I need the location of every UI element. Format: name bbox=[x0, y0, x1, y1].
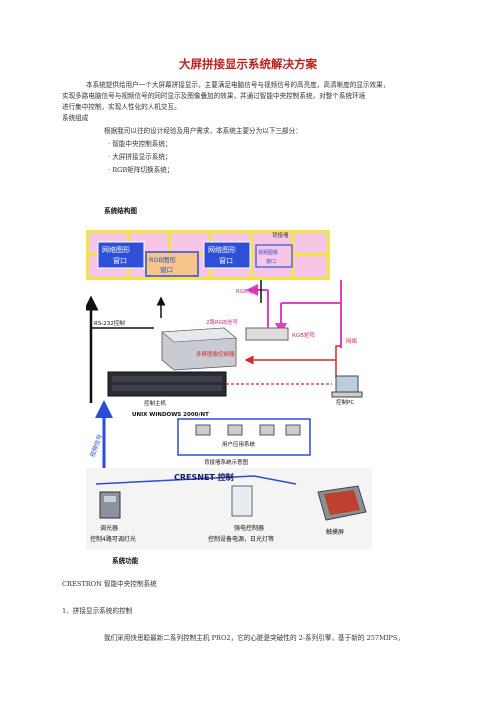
intro-line-1: 本系统提供给用户一个大屏幕拼接显示，主要满足电脑信号与视频信号的高亮度，高清晰度… bbox=[86, 81, 390, 89]
section1-text: 我们采用快思聪最新二系列控制主机 PRO2，它的心脏是突破性的 2-系列引擎，基… bbox=[104, 634, 404, 642]
rgb2-label: 2路RGB信号 bbox=[206, 318, 238, 326]
touch-label: 触摸屏 bbox=[326, 528, 344, 536]
control-pc bbox=[335, 375, 359, 393]
win-video-l1: 视频图像 bbox=[258, 249, 278, 256]
power-controller-device bbox=[231, 485, 253, 517]
dimmer-sub-label: 控制4路可调灯光 bbox=[90, 535, 136, 543]
video-window bbox=[255, 244, 293, 268]
screen-label: 背投墙 bbox=[272, 231, 289, 239]
win-rgb-l2: 窗口 bbox=[160, 265, 173, 274]
rgb-matrix-device bbox=[245, 327, 289, 341]
win-net1-l1: 网络图形 bbox=[102, 245, 130, 254]
system-structure-diagram: 背投墙 网络图形 窗口 RGB图形 窗口 网络图形 窗口 视频图像 窗口 RGB… bbox=[83, 228, 372, 550]
control-host-rack bbox=[107, 371, 227, 397]
multiscreen-label: 多屏图像控制器 bbox=[196, 350, 235, 358]
win-net2-l1: 网络图形 bbox=[208, 245, 236, 254]
rgb-matrix-label: RGB矩阵 bbox=[292, 331, 315, 339]
schematic-label: 背投墙系统示意图 bbox=[204, 458, 249, 466]
user-app-box bbox=[177, 418, 311, 456]
component-item-1: · 智能中央控制系统； bbox=[108, 140, 172, 148]
power-sub-label: 控制设备电源，日光灯等 bbox=[208, 535, 274, 543]
composition-heading: 系统组成 bbox=[62, 114, 89, 122]
rgb-signal-label: RGB信号 bbox=[236, 287, 259, 295]
network-label: 网络 bbox=[346, 337, 358, 345]
user-app-label: 用户应用系统 bbox=[222, 440, 256, 448]
cresnet-label: CRESNET 控制 bbox=[174, 472, 234, 482]
control-host-label: 控制主机 bbox=[144, 399, 167, 407]
video-signal-label: 视频信号 bbox=[88, 433, 104, 458]
os-label: UNIX WINDOWS 2000/NT bbox=[132, 412, 209, 418]
component-item-2: · 大屏拼接显示系统； bbox=[108, 153, 172, 161]
crestron-line: CRESTRON 智能中央控制系统 bbox=[62, 580, 157, 588]
component-item-3: · RGB矩阵切换系统； bbox=[108, 166, 174, 174]
rs232-label: RS-232控制 bbox=[94, 319, 125, 327]
dimmer-label: 调光器 bbox=[100, 524, 118, 532]
composition-lead: 根据我司以往的设计经验及用户需求，本系统主要分为以下三部分： bbox=[104, 127, 302, 135]
win-video-l2: 窗口 bbox=[266, 258, 276, 265]
section1-heading: 1、拼接显示系统的控制 bbox=[62, 607, 133, 615]
network-window-2 bbox=[203, 241, 251, 269]
power-label: 强电控制器 bbox=[234, 524, 264, 532]
win-net2-l2: 窗口 bbox=[219, 256, 233, 265]
page-title: 大屏拼接显示系统解决方案 bbox=[179, 57, 317, 71]
intro-line-3: 进行集中控制，实现人性化的人机交互。 bbox=[62, 103, 181, 111]
control-pc-label: 控制PC bbox=[336, 398, 354, 406]
win-rgb-l1: RGB图形 bbox=[149, 256, 177, 264]
structure-heading: 系统结构图 bbox=[104, 207, 137, 215]
network-window-1 bbox=[97, 241, 145, 269]
function-heading: 系统功能 bbox=[112, 557, 139, 565]
intro-line-2: 实现多路电脑信号与视频信号的同时显示及图像叠加的效果，并通过智能中央控制系统，对… bbox=[62, 92, 366, 100]
dimmer-device bbox=[99, 491, 121, 519]
win-net1-l2: 窗口 bbox=[113, 256, 127, 265]
rgb-window bbox=[145, 251, 199, 277]
